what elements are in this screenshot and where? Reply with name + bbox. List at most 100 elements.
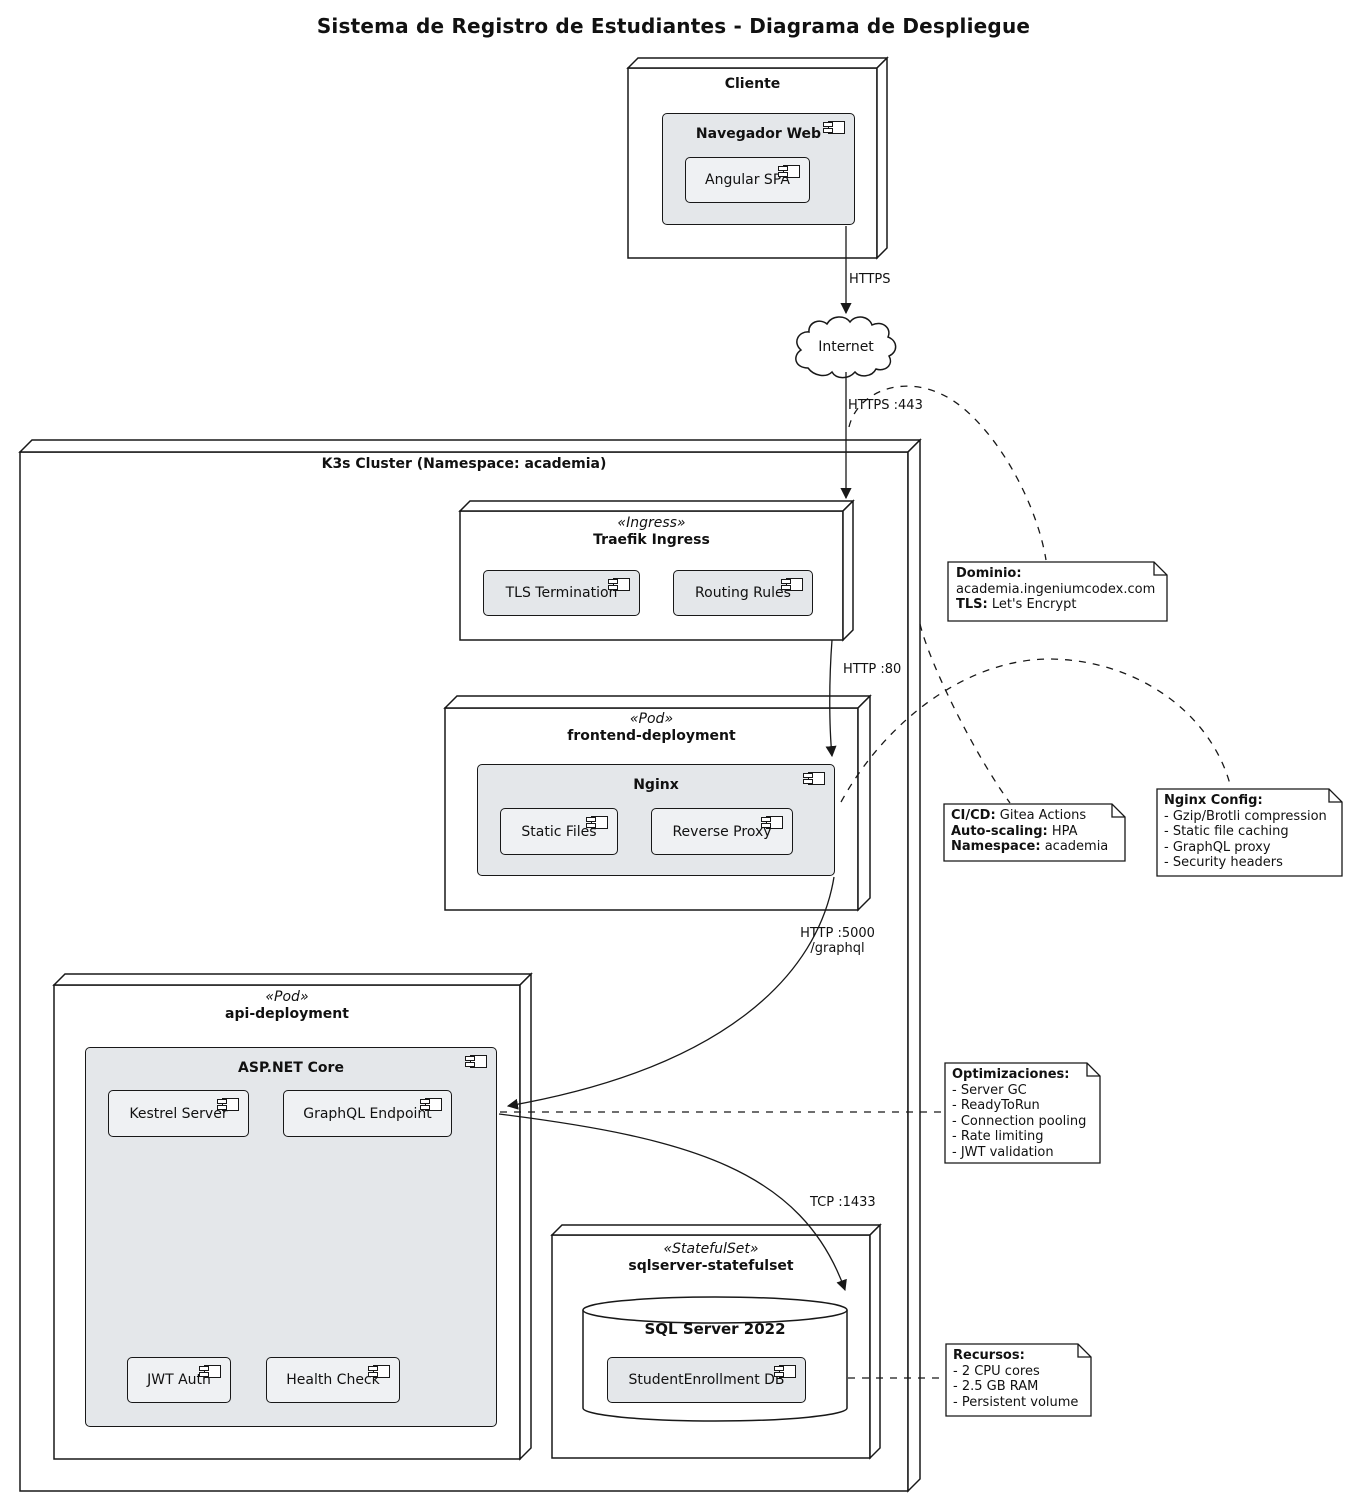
component-label: StudentEnrollment DB bbox=[628, 1372, 785, 1388]
note-line: - Gzip/Brotli compression bbox=[1164, 808, 1327, 824]
component-reverse-proxy: Reverse Proxy bbox=[651, 808, 793, 855]
note-line: - Connection pooling bbox=[952, 1113, 1087, 1129]
component-student-enrollment-db: StudentEnrollment DB bbox=[607, 1357, 806, 1403]
node-stereotype-traefik: «Ingress» bbox=[617, 515, 686, 531]
edge-label-tcp-1433: TCP :1433 bbox=[810, 1195, 876, 1210]
component-icon bbox=[465, 1055, 487, 1068]
note-line: - Rate limiting bbox=[952, 1129, 1044, 1144]
component-routing-rules: Routing Rules bbox=[673, 570, 813, 616]
component-label: TLS Termination bbox=[505, 585, 618, 601]
diagram-title: Sistema de Registro de Estudiantes - Dia… bbox=[316, 14, 1031, 38]
internet-cloud-label: Internet bbox=[818, 339, 874, 355]
note-line: Namespace: academia bbox=[951, 839, 1109, 854]
edge-http-5000 bbox=[506, 876, 835, 1110]
component-label: Navegador Web bbox=[695, 126, 822, 142]
note-line: academia.ingeniumcodex.com bbox=[956, 581, 1156, 597]
node-label-traefik: Traefik Ingress bbox=[593, 532, 710, 548]
note-recursos-shape bbox=[945, 1343, 1092, 1417]
component-icon bbox=[761, 816, 783, 829]
component-icon bbox=[803, 772, 825, 785]
node-label-k3s-cluster: K3s Cluster (Namespace: academia) bbox=[321, 456, 607, 472]
node-label-frontend: frontend-deployment bbox=[567, 728, 736, 744]
component-label: Routing Rules bbox=[695, 585, 791, 601]
note-line: - Persistent volume bbox=[953, 1394, 1079, 1410]
node-stereotype-frontend: «Pod» bbox=[629, 711, 674, 727]
component-label: ASP.NET Core bbox=[238, 1060, 344, 1076]
edge-label-http-80: HTTP :80 bbox=[843, 662, 902, 677]
edge-label-http-5000-port: HTTP :5000 bbox=[800, 926, 875, 941]
note-cicd-shape bbox=[943, 803, 1126, 862]
note-line: - Security headers bbox=[1164, 855, 1283, 870]
note-title: Recursos: bbox=[953, 1348, 1025, 1363]
component-label: JWT Auth bbox=[147, 1372, 211, 1388]
component-icon bbox=[608, 578, 630, 591]
note-cicd: CI/CD: Gitea Actions Auto-scaling: HPA N… bbox=[951, 808, 1108, 855]
node-label-sqlserver: sqlserver-statefulset bbox=[628, 1258, 794, 1274]
link-nginx-config bbox=[840, 658, 1232, 803]
component-icon bbox=[774, 1365, 796, 1378]
note-nginx-config: Nginx Config: - Gzip/Brotli compression … bbox=[1164, 793, 1327, 871]
note-line: Dominio: bbox=[956, 566, 1022, 581]
note-line: - ReadyToRun bbox=[952, 1098, 1040, 1113]
component-static-files: Static Files bbox=[500, 808, 618, 855]
note-line: Auto-scaling: HPA bbox=[951, 823, 1078, 839]
edge-label-http-5000-path: /graphql bbox=[810, 941, 865, 956]
internet-cloud bbox=[795, 316, 897, 379]
edge-label-https-443: HTTPS :443 bbox=[848, 398, 923, 413]
component-label: Kestrel Server bbox=[129, 1105, 228, 1122]
note-line: - Static file caching bbox=[1164, 824, 1289, 839]
node-stereotype-api: «Pod» bbox=[265, 989, 309, 1005]
component-icon bbox=[368, 1365, 390, 1378]
note-title: Nginx Config: bbox=[1164, 793, 1263, 808]
note-line: - 2.5 GB RAM bbox=[953, 1379, 1039, 1394]
note-line: - Server GC bbox=[952, 1082, 1027, 1098]
component-label: Health Check bbox=[286, 1372, 380, 1388]
component-icon bbox=[586, 816, 608, 829]
database-label-sql-server: SQL Server 2022 bbox=[644, 1320, 786, 1338]
component-label: Reverse Proxy bbox=[672, 823, 772, 840]
note-title: Optimizaciones: bbox=[952, 1067, 1070, 1082]
edge-http-80 bbox=[825, 639, 837, 758]
component-health-check: Health Check bbox=[266, 1357, 400, 1403]
component-jwt-auth: JWT Auth bbox=[127, 1357, 231, 1403]
component-icon bbox=[823, 121, 845, 134]
edges bbox=[498, 226, 852, 1292]
note-line: CI/CD: Gitea Actions bbox=[951, 808, 1087, 823]
component-label: Angular SPA bbox=[705, 172, 790, 188]
link-cicd bbox=[919, 623, 1011, 804]
edge-label-https: HTTPS bbox=[849, 272, 891, 287]
note-dominio-shape bbox=[947, 561, 1168, 622]
component-icon bbox=[420, 1098, 442, 1111]
note-line: - JWT validation bbox=[952, 1144, 1054, 1160]
note-nginx-config-fold bbox=[1328, 789, 1342, 803]
note-recursos: Recursos: - 2 CPU cores - 2.5 GB RAM - P… bbox=[953, 1348, 1078, 1410]
component-graphql-endpoint: GraphQL Endpoint bbox=[283, 1090, 452, 1137]
node-label-api: api-deployment bbox=[225, 1006, 349, 1022]
component-label: GraphQL Endpoint bbox=[303, 1105, 432, 1122]
note-line: TLS: Let's Encrypt bbox=[956, 597, 1077, 612]
note-optimizaciones-shape bbox=[944, 1062, 1101, 1164]
component-icon bbox=[778, 165, 800, 178]
component-label: Static Files bbox=[521, 823, 597, 840]
component-label: Nginx bbox=[633, 777, 679, 793]
node-stereotype-sqlserver: «StatefulSet» bbox=[663, 1241, 759, 1257]
note-dominio-fold bbox=[1153, 562, 1167, 576]
note-cicd-fold bbox=[1111, 804, 1125, 818]
note-dominio: Dominio: academia.ingeniumcodex.com TLS:… bbox=[956, 566, 1155, 613]
component-tls-termination: TLS Termination bbox=[483, 570, 640, 616]
component-icon bbox=[781, 578, 803, 591]
note-line: - GraphQL proxy bbox=[1164, 839, 1271, 855]
note-recursos-fold bbox=[1077, 1344, 1091, 1358]
node-label-cliente: Cliente bbox=[724, 76, 781, 92]
component-icon bbox=[199, 1365, 221, 1378]
component-icon bbox=[217, 1098, 239, 1111]
note-nginx-config-shape bbox=[1156, 788, 1343, 877]
note-optimizaciones: Optimizaciones: - Server GC - ReadyToRun… bbox=[952, 1067, 1086, 1160]
note-links bbox=[500, 385, 1232, 1379]
note-shapes bbox=[943, 561, 1343, 1417]
note-optimizaciones-fold bbox=[1086, 1063, 1100, 1077]
note-line: - 2 CPU cores bbox=[953, 1363, 1040, 1379]
component-angular-spa: Angular SPA bbox=[685, 157, 810, 203]
edge-label-http-5000: HTTP :5000 /graphql bbox=[790, 926, 885, 956]
